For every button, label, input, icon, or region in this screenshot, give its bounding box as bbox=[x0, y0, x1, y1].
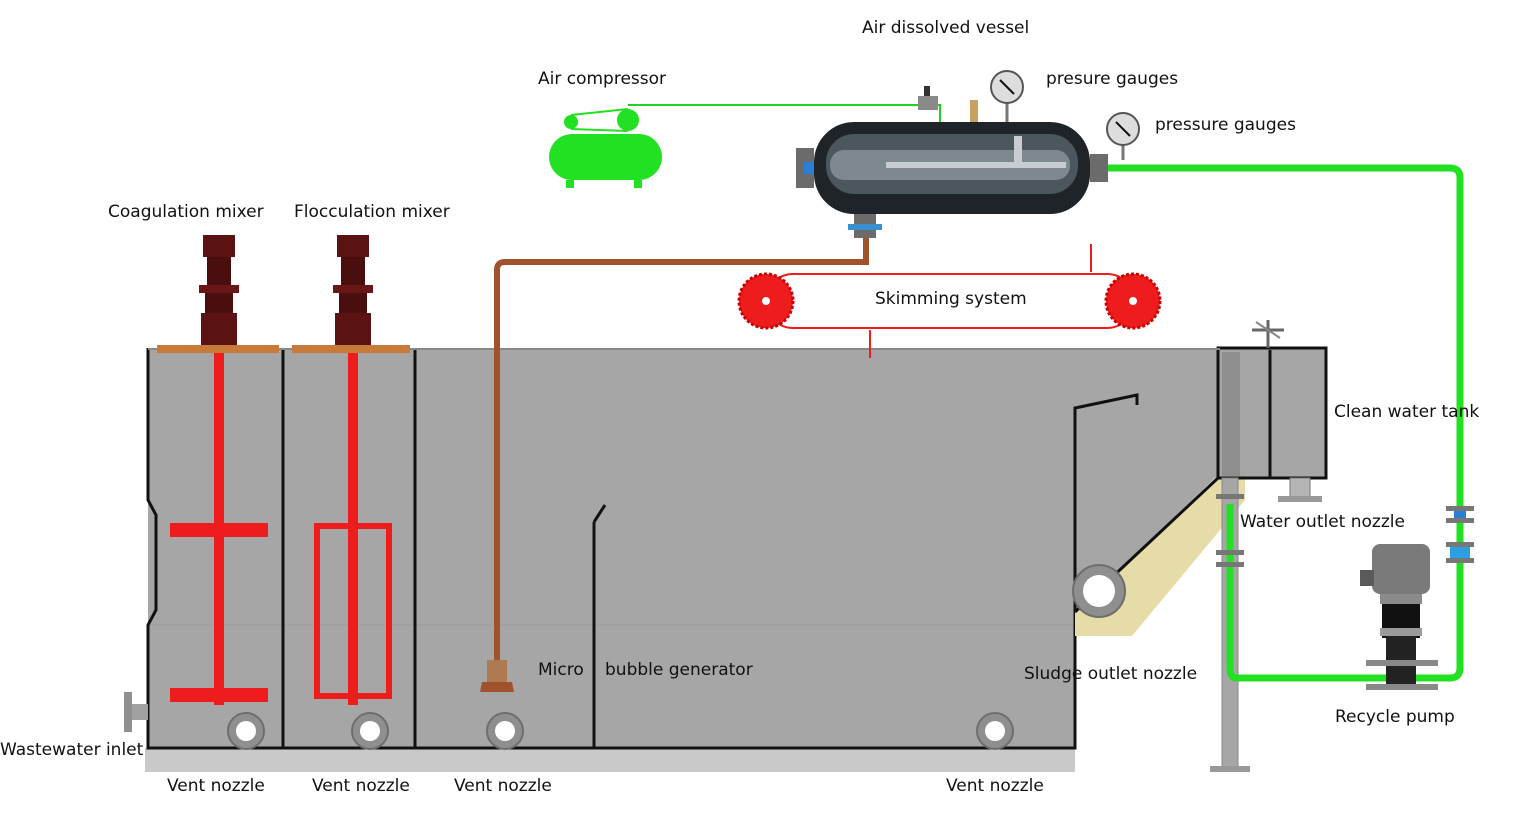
vent-nozzle-label-4: Vent nozzle bbox=[946, 776, 1044, 796]
recycle-valve-icon-3 bbox=[1216, 550, 1244, 567]
bubble-generator-label: bubble generator bbox=[605, 660, 753, 680]
water-outlet-nozzle-label: Water outlet nozzle bbox=[1240, 512, 1405, 532]
main-tank bbox=[148, 348, 1220, 748]
vent-nozzle-label-2: Vent nozzle bbox=[312, 776, 410, 796]
presure-gauges-label: presure gauges bbox=[1046, 69, 1179, 89]
vent-nozzle-icon-3 bbox=[486, 712, 524, 750]
coagulation-mixer-label: Coagulation mixer bbox=[108, 202, 264, 222]
skimming-system-label: Skimming system bbox=[875, 289, 1027, 309]
vent-nozzle-icon-4 bbox=[976, 712, 1014, 750]
recycle-valve-icon-1 bbox=[1446, 506, 1474, 523]
clean-water-tank-label: Clean water tank bbox=[1334, 402, 1480, 422]
mounting-plate-2 bbox=[292, 345, 410, 353]
recycle-pump-label: Recycle pump bbox=[1335, 707, 1455, 727]
vent-nozzle-icon-1 bbox=[227, 712, 265, 750]
vent-nozzle-label-3: Vent nozzle bbox=[454, 776, 552, 796]
pressure-gauges-label: pressure gauges bbox=[1155, 115, 1296, 135]
tank-base bbox=[145, 748, 1075, 772]
vent-nozzle-label-1: Vent nozzle bbox=[167, 776, 265, 796]
pressure-gauge-icon-2 bbox=[1106, 112, 1140, 160]
recycle-pump-icon bbox=[1360, 544, 1438, 690]
air-dissolved-vessel-label: Air dissolved vessel bbox=[862, 18, 1030, 38]
wastewater-inlet-label: Wastewater inlet bbox=[0, 740, 144, 760]
micro-label: Micro bbox=[538, 660, 584, 680]
pressure-gauge-icon-1 bbox=[990, 70, 1024, 122]
flocculation-agitator bbox=[314, 353, 392, 705]
flocculation-motor-icon bbox=[333, 235, 373, 345]
recycle-line bbox=[1108, 164, 1464, 682]
mounting-plate-1 bbox=[157, 345, 279, 353]
recycle-valve-icon-4 bbox=[1216, 494, 1244, 499]
flocculation-mixer-label: Flocculation mixer bbox=[294, 202, 450, 222]
coagulation-motor-icon bbox=[199, 235, 239, 345]
tank-outline bbox=[146, 348, 1077, 750]
sludge-outlet-nozzle-icon bbox=[1072, 564, 1126, 618]
coagulation-agitator bbox=[170, 353, 268, 705]
recycle-valve-icon-2 bbox=[1446, 542, 1474, 563]
sludge-outlet-nozzle-label: Sludge outlet nozzle bbox=[1024, 664, 1198, 684]
micro-bubble-generator-icon bbox=[480, 660, 514, 692]
air-compressor-label: Air compressor bbox=[538, 69, 667, 89]
air-compressor-icon bbox=[549, 108, 662, 188]
air-line bbox=[628, 104, 941, 122]
vent-nozzle-icon-2 bbox=[351, 712, 389, 750]
weir bbox=[1073, 393, 1139, 612]
air-dissolved-vessel-icon bbox=[796, 86, 1108, 238]
water-outlet-nozzle-icon bbox=[1278, 477, 1322, 502]
wastewater-inlet-icon bbox=[124, 692, 148, 732]
skimming-system bbox=[737, 244, 1162, 358]
valve-icon bbox=[1252, 320, 1284, 348]
dissolved-water-pipe bbox=[494, 238, 869, 665]
